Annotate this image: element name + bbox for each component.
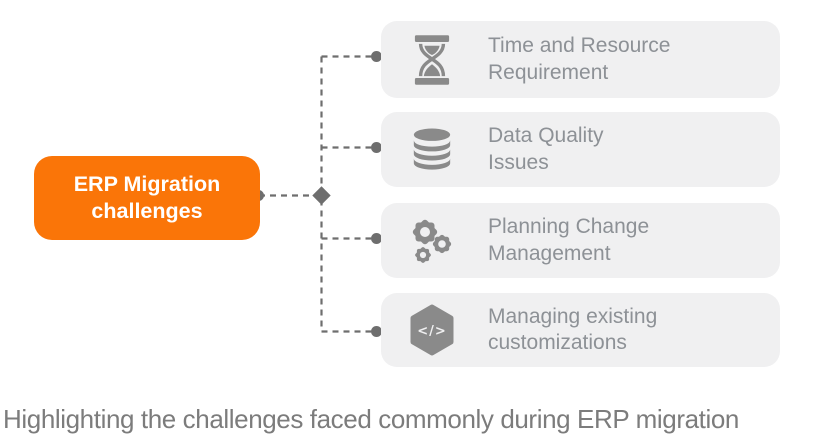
- challenge-card-label: Data Quality Issues: [488, 124, 604, 174]
- challenge-card-label: Managing existing customizations: [488, 304, 658, 355]
- challenge-card-data-quality: Data Quality Issues: [381, 112, 780, 187]
- code-glyph: </>: [417, 324, 447, 339]
- connector-dot-junction: [312, 186, 331, 205]
- gears-icon: [408, 214, 456, 268]
- code-hexagon-icon: </>: [408, 303, 456, 357]
- challenge-card-label: Planning Change Management: [488, 215, 650, 265]
- challenge-card-time-resource: Time and Resource Requirement: [381, 21, 780, 98]
- diagram-caption: Highlighting the challenges faced common…: [3, 404, 739, 434]
- challenge-card-change-management: Planning Change Management: [381, 203, 780, 278]
- hourglass-icon: [408, 33, 456, 87]
- root-node-label: ERP Migration challenges: [73, 172, 221, 223]
- challenge-card-label: Time and Resource Requirement: [488, 34, 671, 84]
- database-icon: [408, 123, 456, 177]
- root-node-erp-migration-challenges: ERP Migration challenges: [34, 156, 260, 240]
- challenge-card-customizations: </> Managing existing customizations: [381, 293, 780, 367]
